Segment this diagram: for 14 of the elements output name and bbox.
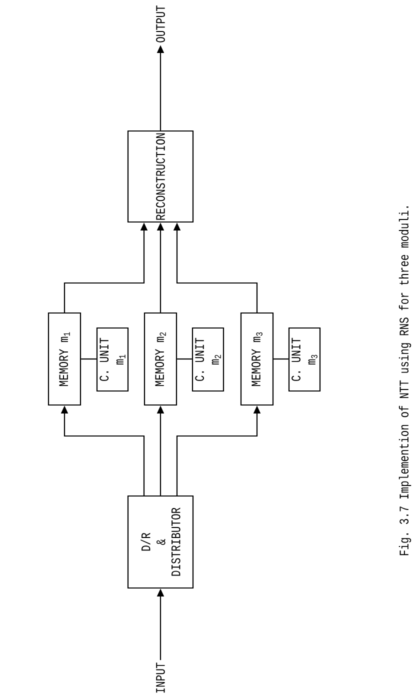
process-box: D/R & DISTRIBUTOR — [127, 495, 194, 589]
figure-caption: Fig. 3.7 Implemention of NTT using RNS for three moduli. — [398, 206, 412, 556]
process-box: RECONSTRUCTION — [127, 130, 194, 223]
connector-line — [81, 358, 96, 360]
process-box: MEMORY m$_{2}$ — [144, 312, 178, 406]
process-box: C. UNIT m$_{2}$ — [192, 327, 224, 392]
connector-line — [274, 358, 288, 360]
connector-line — [177, 358, 192, 360]
io-label: OUTPUT — [156, 6, 165, 42]
process-box: C. UNIT m$_{1}$ — [96, 327, 129, 392]
process-box: MEMORY m$_{3}$ — [240, 312, 274, 406]
io-label: INPUT — [156, 662, 165, 693]
process-box: MEMORY m$_{1}$ — [48, 312, 82, 406]
process-box: C. UNIT m$_{3}$ — [288, 327, 321, 392]
